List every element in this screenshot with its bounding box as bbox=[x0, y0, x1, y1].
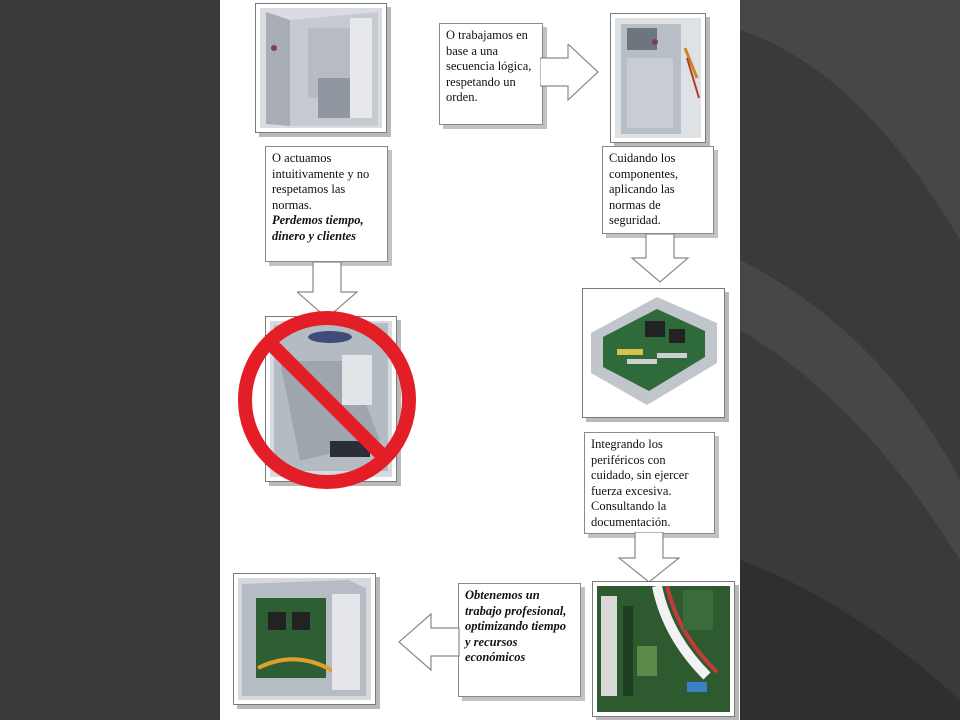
photo-finished-pc bbox=[233, 573, 376, 705]
arrow-down-icon bbox=[297, 262, 359, 319]
arrow-right-icon bbox=[540, 44, 599, 102]
arrow-down-icon bbox=[630, 234, 690, 283]
caption-care: Cuidando los componentes, aplicando las … bbox=[602, 146, 714, 234]
photo-cables bbox=[592, 581, 735, 717]
photo-empty-case bbox=[255, 3, 387, 133]
caption-peripherals: Integrando los periféricos con cuidado, … bbox=[584, 432, 715, 534]
photo-case-side bbox=[610, 13, 706, 143]
diagram-page: O trabajamos en base a una secuencia lóg… bbox=[220, 0, 740, 720]
caption-sequence: O trabajamos en base a una secuencia lóg… bbox=[439, 23, 543, 125]
prohibition-icon bbox=[238, 311, 416, 489]
photo-motherboard bbox=[582, 288, 725, 418]
arrow-left-icon bbox=[398, 612, 460, 672]
caption-result: Obtenemos un trabajo profesional, optimi… bbox=[458, 583, 581, 697]
arrow-down-icon bbox=[617, 532, 681, 583]
caption-intuitive: O actuamos intuitivamente y no respetamo… bbox=[265, 146, 388, 262]
